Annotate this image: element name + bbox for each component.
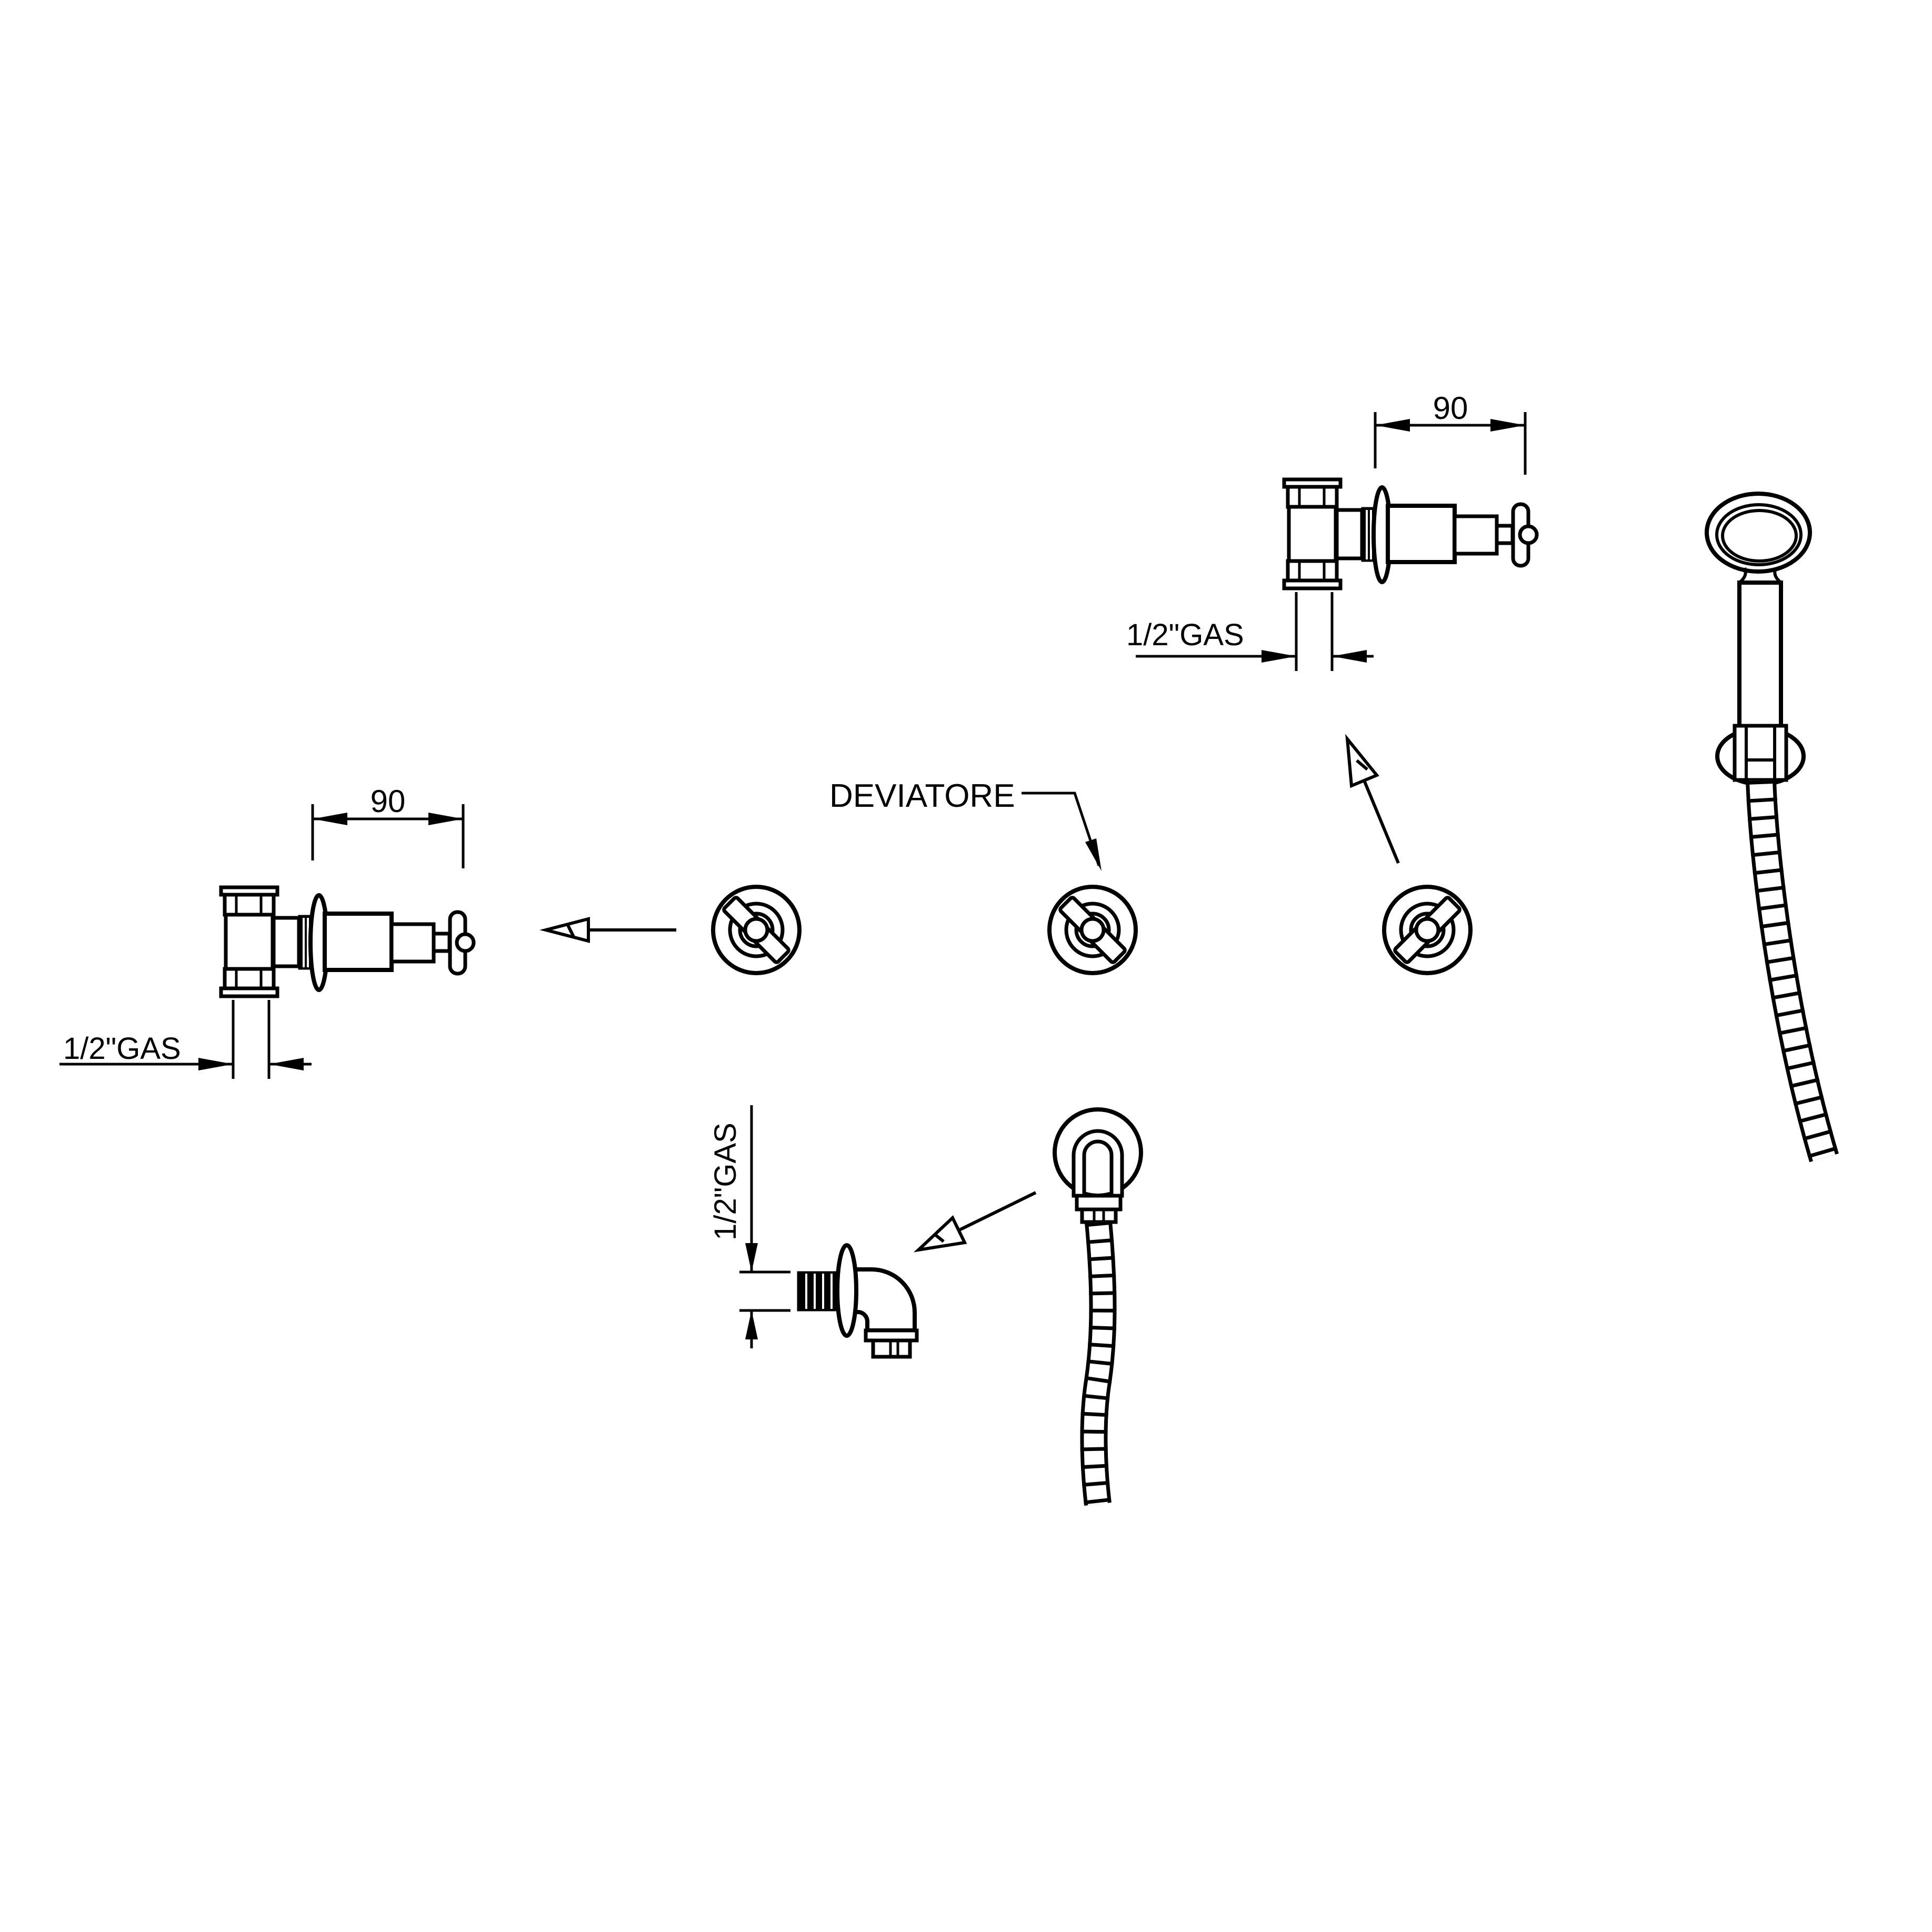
gas-right-label: 1/2"GAS [1126, 618, 1244, 652]
elbow-flange [835, 1243, 858, 1338]
arrowhead [745, 1310, 758, 1339]
trim-right-valve [1384, 887, 1470, 973]
handshower-handle [1737, 580, 1783, 728]
dim-90-left-label: 90 [371, 784, 406, 819]
gas-left-label: 1/2"GAS [63, 1032, 181, 1066]
leader-arrowhead [1085, 838, 1102, 871]
arrowhead [1375, 419, 1410, 432]
arrow-fold [1356, 759, 1368, 771]
arrowhead [428, 813, 463, 825]
handshower-ring-inner [1721, 509, 1798, 563]
deviatore-label: DEVIATORE [829, 778, 1015, 814]
arrowhead [198, 1058, 233, 1070]
arrowhead [1490, 419, 1525, 432]
arrowhead [1332, 650, 1367, 663]
elbow-body [852, 1267, 917, 1333]
elbow-thread-nipple [797, 1271, 841, 1312]
pointer-arrow-left [539, 917, 676, 943]
arrowhead [745, 1243, 758, 1272]
trim-left-valve [713, 887, 799, 973]
gas-outlet-label: 1/2"GAS [708, 1123, 743, 1240]
left-valve-dim-90: 90 [311, 784, 465, 868]
right-valve-dim-90: 90 [1374, 391, 1527, 475]
arrowhead [313, 813, 347, 825]
outlet-arch [1072, 1129, 1124, 1198]
pointer-arrow-diagonal [1345, 734, 1400, 864]
hose-outlet-group [1053, 1107, 1143, 1506]
right-valve-dim-gas: 1/2"GAS [1126, 592, 1374, 671]
arrow-shaft [957, 1191, 1037, 1232]
supply-elbow-group: 1/2"GAS [708, 1105, 919, 1359]
arrowhead [1262, 650, 1296, 663]
arrow-shaft [1363, 779, 1400, 864]
right-valve-group: 90 1/2"GAS [1126, 391, 1537, 671]
left-valve-dim-gas: 1/2"GAS [59, 1000, 312, 1079]
pointer-arrow-elbow [913, 1191, 1037, 1253]
open-arrowhead [913, 1215, 967, 1253]
trim-diverter [1049, 887, 1136, 973]
outlet-flange [1053, 1107, 1143, 1198]
deviatore-callout: DEVIATORE [829, 778, 1102, 871]
outlet-collar [1075, 1194, 1123, 1212]
open-arrowhead [1345, 734, 1379, 788]
handshower-group [1705, 492, 1839, 1163]
handshower-hose [1746, 779, 1839, 1163]
arrow-fold [566, 923, 575, 938]
outlet-nut [1080, 1207, 1118, 1224]
elbow-dim-gas: 1/2"GAS [708, 1105, 790, 1348]
outlet-hose [1080, 1220, 1117, 1506]
left-valve-group: 90 1/2"GAS [59, 784, 474, 1079]
arrow-fold [935, 1234, 945, 1243]
bracket-clamp [1733, 724, 1788, 782]
handshower-ring-middle [1715, 503, 1803, 566]
arrowhead [269, 1058, 304, 1070]
dim-90-right-label: 90 [1433, 391, 1468, 426]
